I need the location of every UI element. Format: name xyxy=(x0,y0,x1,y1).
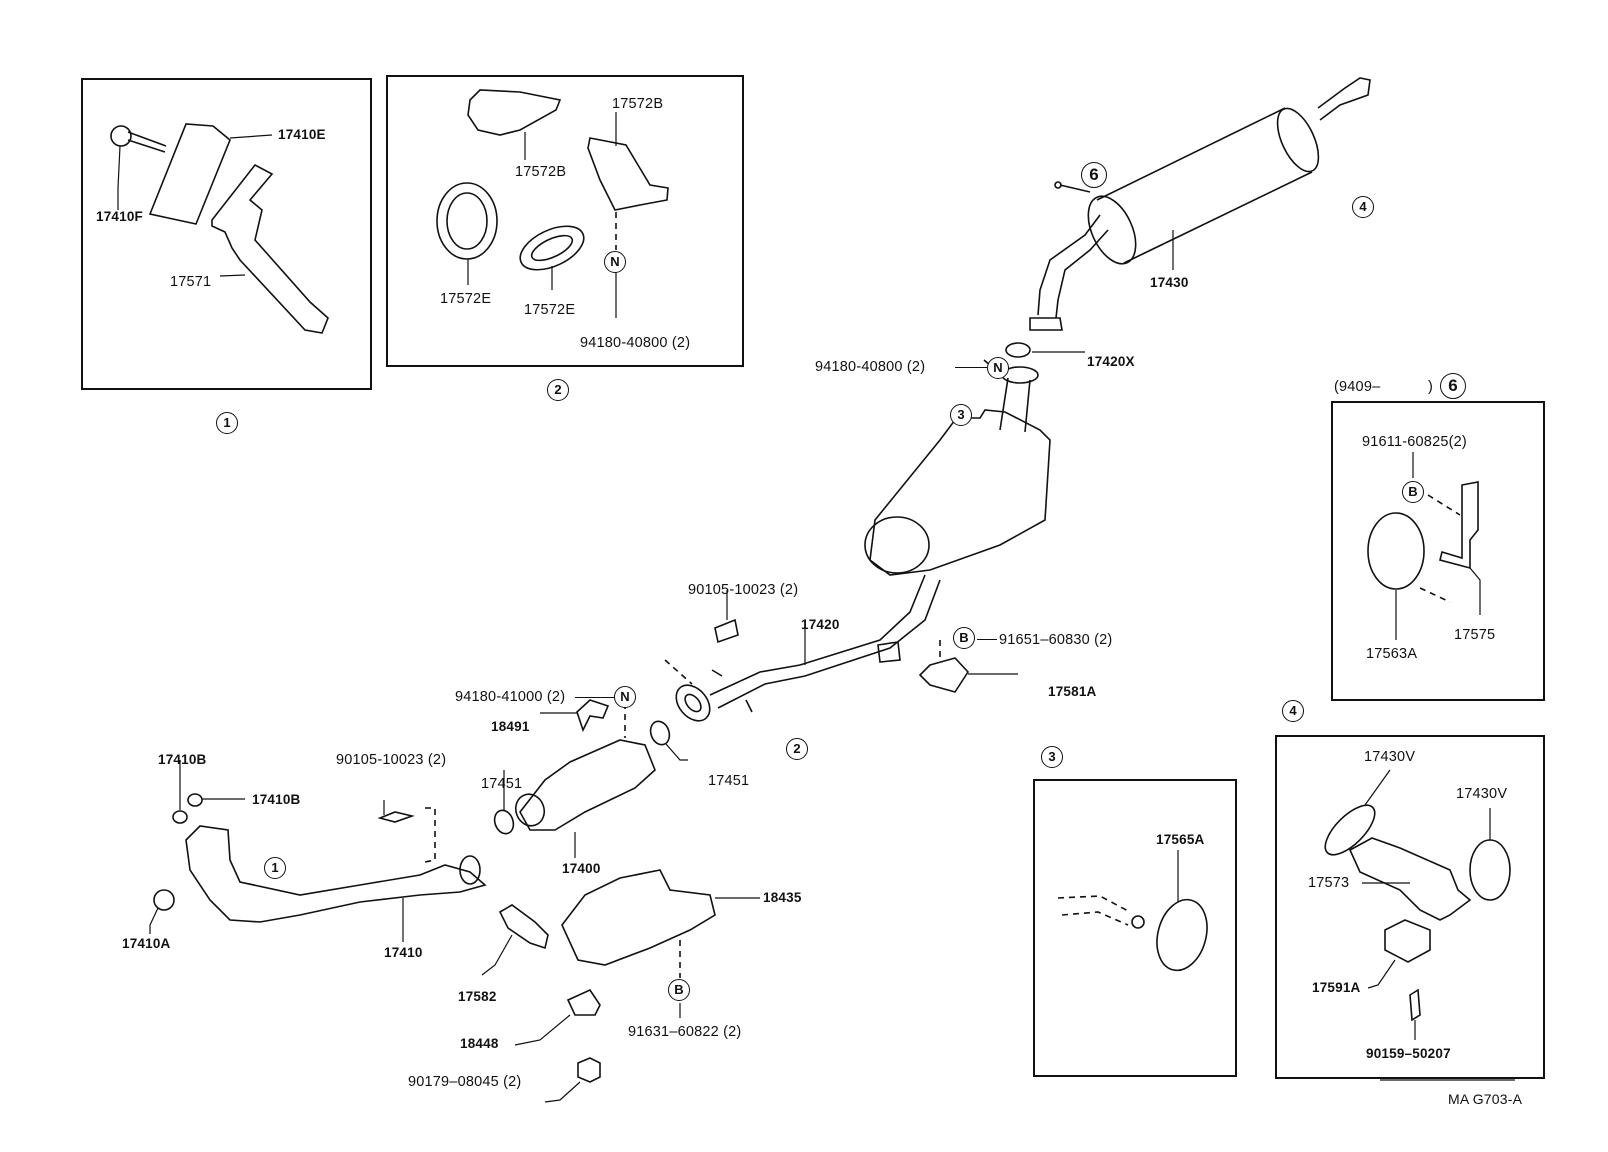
inset-box-3 xyxy=(1033,779,1237,1077)
part-label-17410E: 17410E xyxy=(278,127,326,142)
part-label-17582: 17582 xyxy=(458,989,497,1004)
part-label-91651-60830: 91651–60830 (2) xyxy=(999,632,1113,648)
part-label-17410B-right: 17410B xyxy=(252,792,301,807)
part-label-17410F: 17410F xyxy=(96,209,143,224)
part-label-91631-60822: 91631–60822 (2) xyxy=(628,1024,742,1040)
part-label-17410A: 17410A xyxy=(122,936,171,951)
fastener-symbol-N-lower: N xyxy=(614,686,636,708)
leader-line xyxy=(575,697,615,698)
inset-6-date-range-open: (9409– xyxy=(1334,379,1381,395)
fastener-symbol-B-inset6: B xyxy=(1402,481,1424,503)
figure-code: MA G703-A xyxy=(1448,1091,1523,1107)
part-label-17420: 17420 xyxy=(801,617,840,632)
leader-line xyxy=(977,639,997,640)
center-pipe-art xyxy=(664,574,1018,722)
ref-circle-1-inset: 1 xyxy=(216,412,238,434)
inset-4-art xyxy=(1324,769,1511,1040)
part-label-91611-60825: 91611-60825(2) xyxy=(1362,434,1467,450)
part-label-17581A: 17581A xyxy=(1048,684,1097,699)
part-label-17575: 17575 xyxy=(1454,627,1496,643)
part-label-17430V-right: 17430V xyxy=(1456,786,1508,802)
inset-2-art xyxy=(436,89,669,318)
part-label-17572E-right: 17572E xyxy=(524,302,576,318)
part-label-17572B-right: 17572B xyxy=(612,96,664,112)
part-label-17420X: 17420X xyxy=(1087,354,1135,369)
heat-insulator-art xyxy=(481,869,760,1103)
part-label-17451-left: 17451 xyxy=(481,776,523,792)
part-label-17451-right: 17451 xyxy=(708,773,750,789)
part-label-90179-08045: 90179–08045 (2) xyxy=(408,1074,522,1090)
part-label-17591A: 17591A xyxy=(1312,980,1361,995)
part-label-17400: 17400 xyxy=(562,861,601,876)
part-label-18448: 18448 xyxy=(460,1036,499,1051)
inset-6-date-range-close: ) xyxy=(1428,379,1434,395)
ref-circle-2-main: 2 xyxy=(786,738,808,760)
inset-box-4 xyxy=(1275,735,1545,1079)
part-label-17430: 17430 xyxy=(1150,275,1189,290)
part-label-94180-41000: 94180-41000 (2) xyxy=(455,689,566,705)
front-pipe-art xyxy=(149,760,487,942)
fastener-symbol-B-center: B xyxy=(953,627,975,649)
part-label-17565A: 17565A xyxy=(1156,832,1205,847)
part-label-90159-50207: 90159–50207 xyxy=(1366,1046,1451,1061)
part-label-18491: 18491 xyxy=(491,719,530,734)
part-label-17410B-left: 17410B xyxy=(158,752,207,767)
inset-6-art xyxy=(1367,452,1481,640)
part-label-94180-40800-inset: 94180-40800 (2) xyxy=(580,335,691,351)
part-label-17430V-left: 17430V xyxy=(1364,749,1416,765)
part-label-17571: 17571 xyxy=(170,274,212,290)
ref-circle-6-main: 6 xyxy=(1081,162,1107,188)
ref-circle-6-inset: 6 xyxy=(1440,373,1466,399)
leader-line xyxy=(955,367,987,368)
inset-3-art xyxy=(1057,850,1208,972)
fastener-symbol-N-inset: N xyxy=(604,251,626,273)
part-label-90105-10023-lower: 90105-10023 (2) xyxy=(336,752,447,768)
inset-1-art xyxy=(110,123,329,334)
inset-box-1 xyxy=(81,78,372,390)
part-label-17572B-left: 17572B xyxy=(515,164,567,180)
part-label-18435: 18435 xyxy=(763,890,802,905)
part-label-17410: 17410 xyxy=(384,945,423,960)
part-label-90105-10023-upper: 90105-10023 (2) xyxy=(688,582,799,598)
inset-box-6 xyxy=(1331,401,1545,701)
fastener-symbol-N-upper: N xyxy=(987,357,1009,379)
ref-circle-4-inset: 4 xyxy=(1282,700,1304,722)
inset-box-2 xyxy=(386,75,744,367)
ref-circle-2-inset: 2 xyxy=(547,379,569,401)
center-muffler-art xyxy=(864,342,1085,576)
ref-circle-4-main: 4 xyxy=(1352,196,1374,218)
ref-circle-3-inset: 3 xyxy=(1041,746,1063,768)
ref-circle-1-main: 1 xyxy=(264,857,286,879)
rear-muffler-art xyxy=(1029,77,1371,331)
fastener-symbol-B-lower: B xyxy=(668,979,690,1001)
part-label-17572E-left: 17572E xyxy=(440,291,492,307)
ref-circle-3-main: 3 xyxy=(950,404,972,426)
part-label-94180-40800: 94180-40800 (2) xyxy=(815,359,926,375)
catalytic-converter-art xyxy=(493,692,688,858)
part-label-17573: 17573 xyxy=(1308,875,1350,891)
part-label-17563A: 17563A xyxy=(1366,646,1418,662)
